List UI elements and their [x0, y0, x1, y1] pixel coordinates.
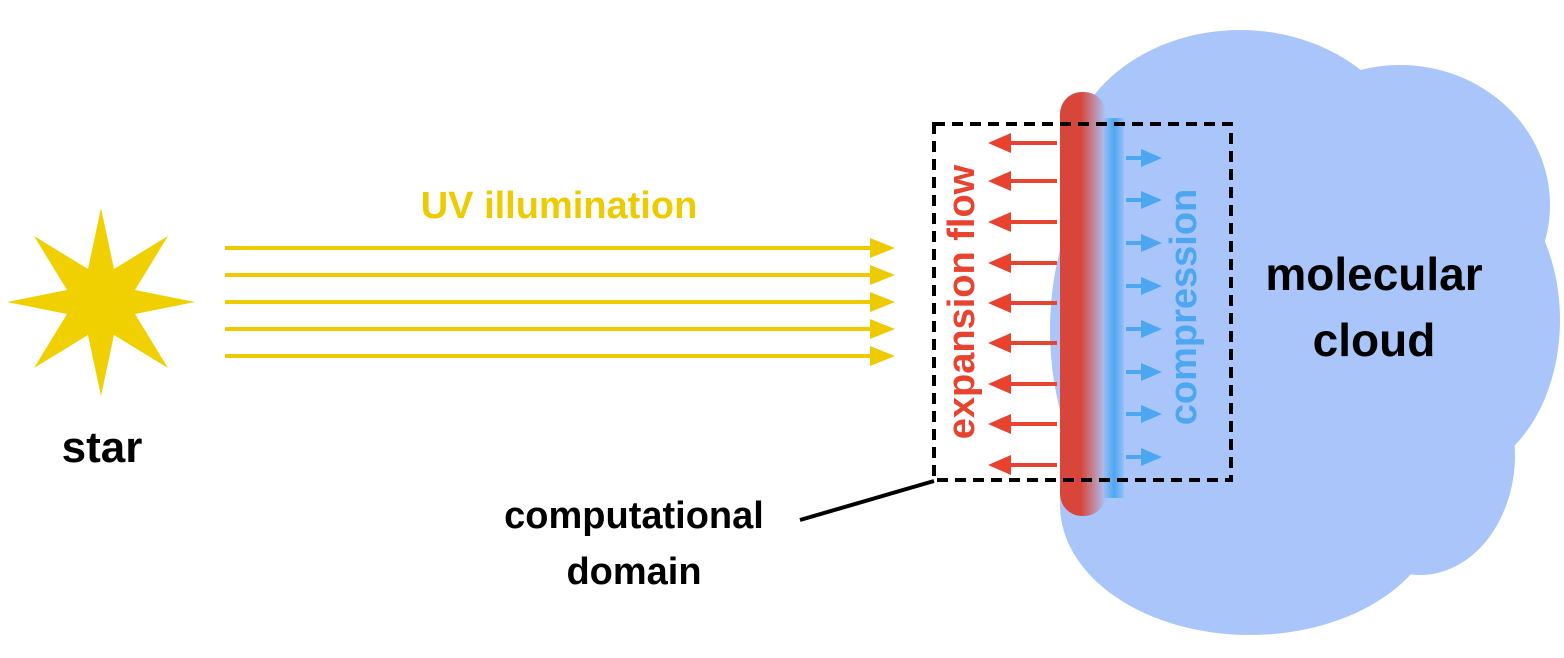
compression-arrow: [1126, 149, 1162, 167]
compression-arrow: [1126, 277, 1162, 295]
uv-arrow: [225, 319, 895, 339]
expansion-arrow: [988, 253, 1057, 273]
star-icon: [7, 208, 195, 396]
expansion-arrow: [988, 414, 1057, 434]
expansion-arrow: [988, 212, 1057, 232]
computational-domain-label-line2: domain: [566, 551, 701, 593]
expansion-flow-label: expansion flow: [941, 164, 983, 439]
uv-arrow: [225, 265, 895, 285]
expansion-arrow: [988, 293, 1057, 313]
uv-arrows: [225, 238, 895, 366]
computational-domain-label-line1: computational: [504, 495, 764, 537]
computational-domain-box: [932, 122, 1233, 482]
compression-arrow: [1126, 234, 1162, 252]
expansion-arrow: [988, 455, 1057, 475]
compression-label: compression: [1163, 189, 1205, 426]
shock-front-line: [1104, 118, 1124, 498]
domain-leader-line: [799, 479, 935, 522]
compression-arrow: [1126, 191, 1162, 209]
expansion-arrow: [988, 374, 1057, 394]
molecular-cloud-label-line1: molecular: [1265, 248, 1482, 300]
expansion-arrow: [988, 171, 1057, 191]
compression-arrow: [1126, 448, 1162, 466]
compression-arrow: [1126, 320, 1162, 338]
expansion-arrow: [988, 133, 1057, 153]
molecular-cloud-label-line2: cloud: [1313, 314, 1436, 366]
ionization-front: [1060, 92, 1106, 516]
star-label: star: [62, 423, 143, 472]
expansion-arrow: [988, 333, 1057, 353]
molecular-cloud: [1050, 30, 1560, 635]
uv-arrow: [225, 346, 895, 366]
uv-arrow: [225, 238, 895, 258]
compression-arrow: [1126, 363, 1162, 381]
uv-illumination-label: UV illumination: [421, 185, 698, 227]
uv-arrow: [225, 292, 895, 312]
compression-arrow: [1126, 405, 1162, 423]
expansion-arrows: [988, 133, 1057, 475]
compression-arrows: [1126, 149, 1162, 466]
